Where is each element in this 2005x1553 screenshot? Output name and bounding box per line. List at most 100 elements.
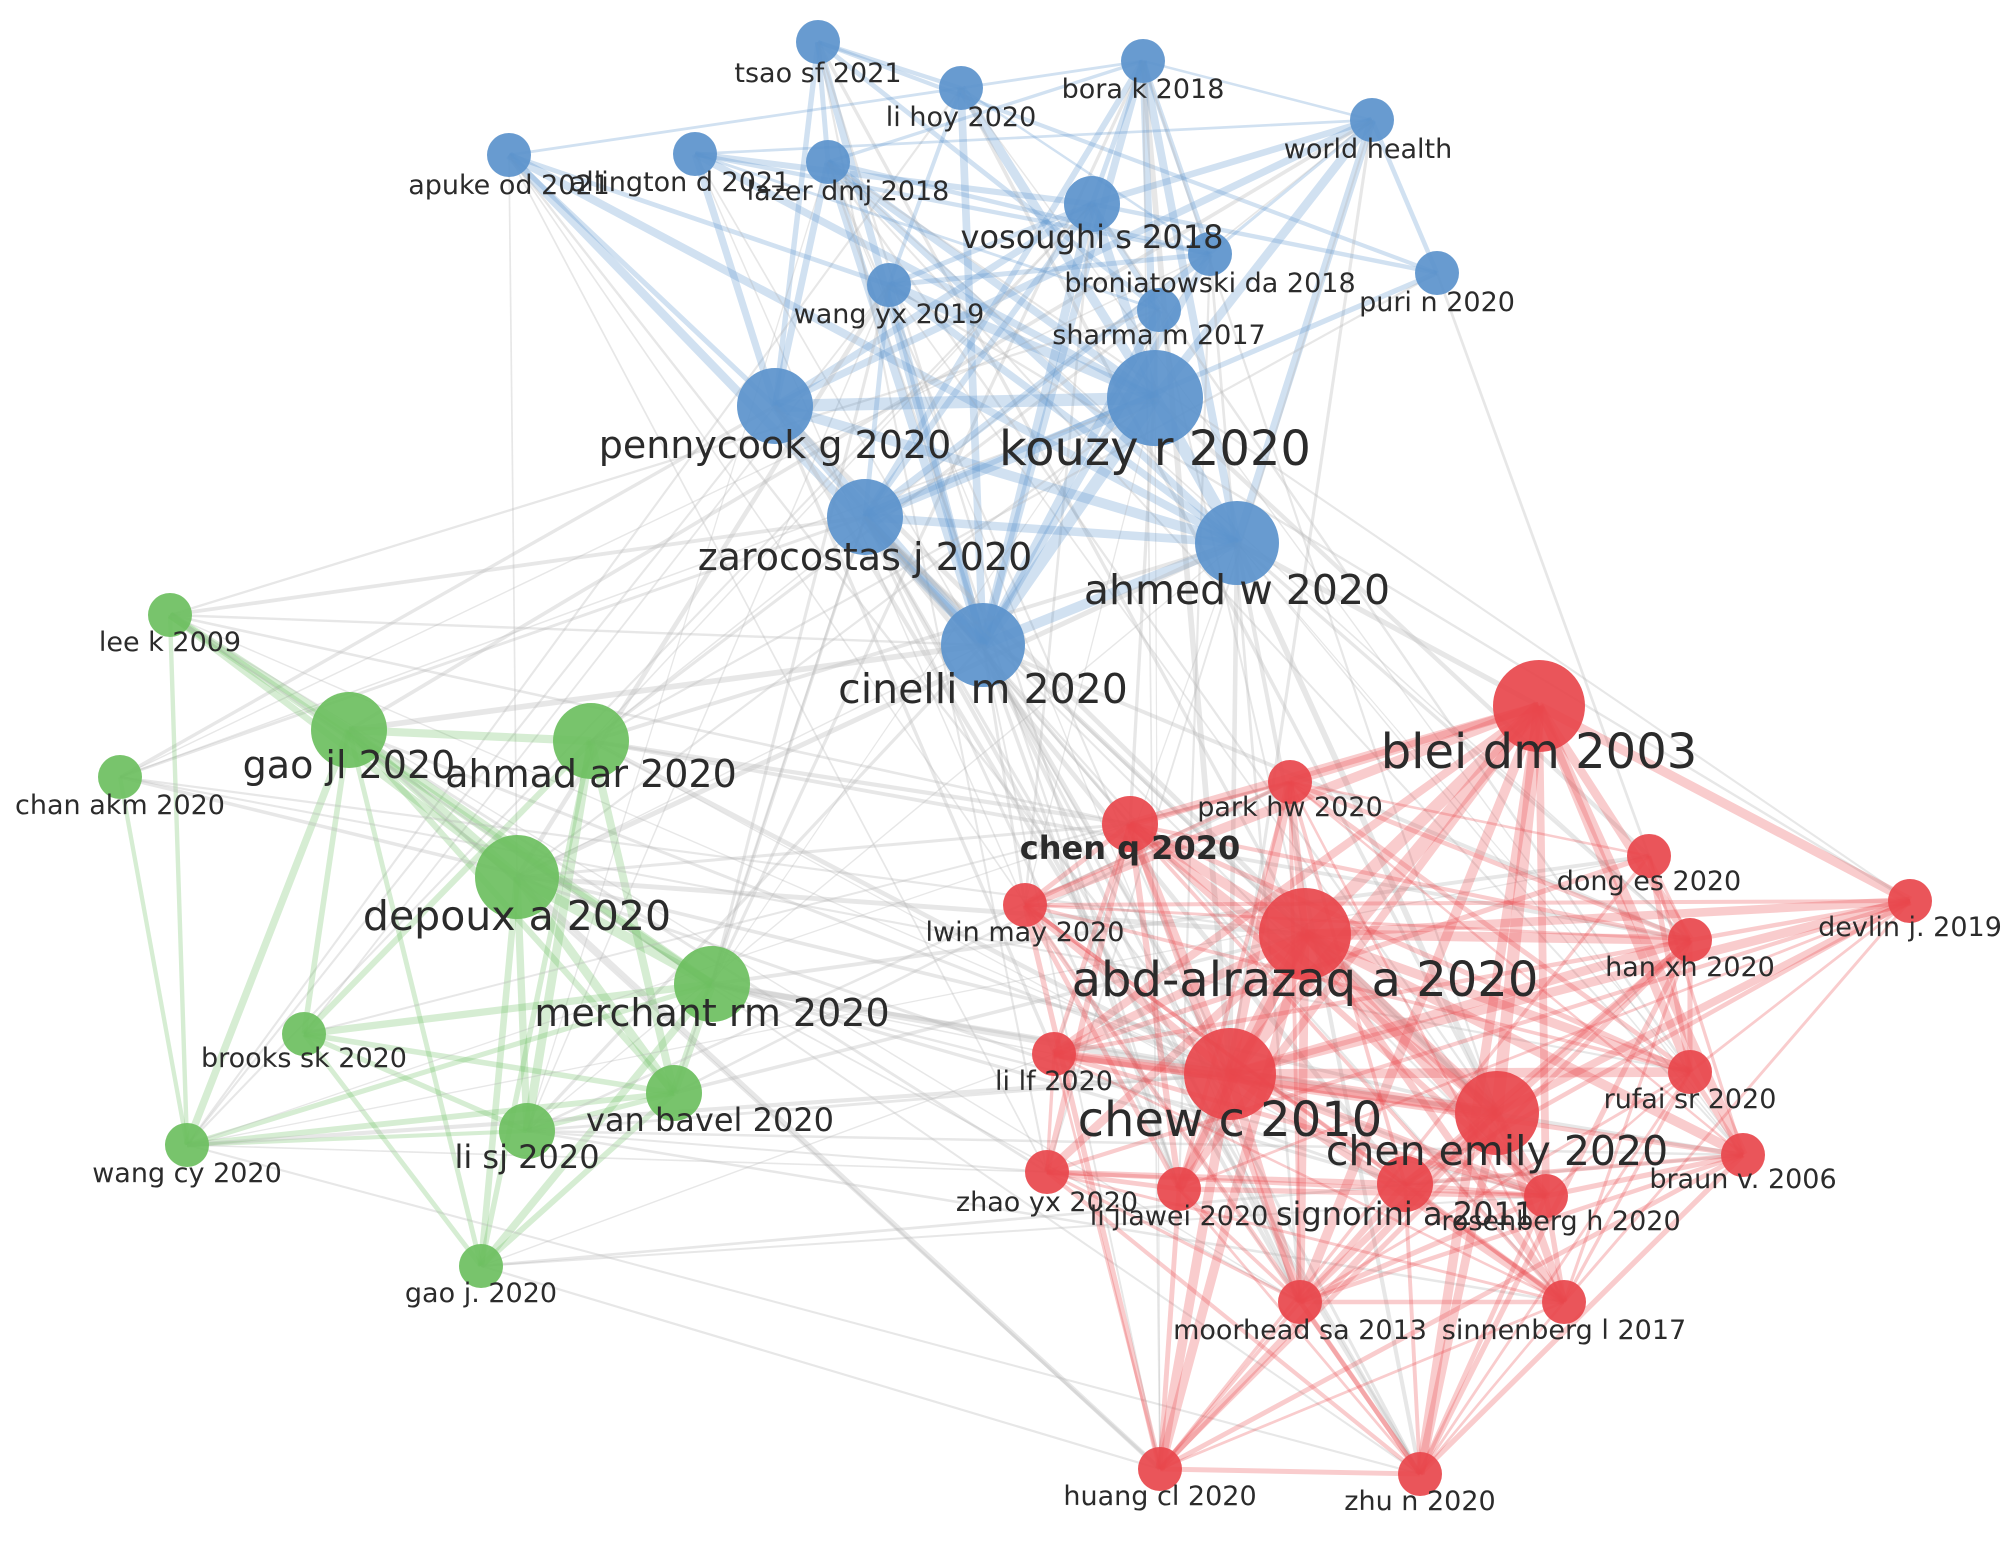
node-broniatowski-da-2018[interactable] (1188, 232, 1232, 276)
edge (1046, 1170, 1301, 1304)
node-dong-es-2020[interactable] (1627, 834, 1671, 878)
edge (673, 780, 1291, 1095)
edge (1562, 939, 1692, 1303)
node-zhao-yx-2020[interactable] (1025, 1150, 1069, 1194)
node-label-rosenberg-h-2020: rosenberg h 2020 (1441, 1206, 1680, 1237)
node-li-lf-2020[interactable] (1032, 1032, 1076, 1076)
node-abd-alrazaq-a-2020[interactable] (1259, 888, 1351, 980)
node-sharma-m-2017[interactable] (1137, 288, 1181, 332)
node-ahmad-ar-2020[interactable] (553, 703, 629, 779)
node-chen-emily-2020[interactable] (1455, 1071, 1539, 1155)
node-puri-n-2020[interactable] (1415, 251, 1459, 295)
edge (1053, 1051, 1547, 1199)
node-pennycook-g-2020[interactable] (737, 368, 813, 444)
node-li-hoy-2020[interactable] (939, 66, 983, 110)
node-label-li-lf-2020: li lf 2020 (995, 1066, 1113, 1097)
node-han-xh-2020[interactable] (1668, 918, 1712, 962)
node-chew-c-2010[interactable] (1184, 1028, 1276, 1120)
edge (1562, 1071, 1692, 1303)
node-rosenberg-h-2020[interactable] (1524, 1174, 1568, 1218)
node-allington-d-2021[interactable] (673, 132, 717, 176)
node-rufai-sr-2020[interactable] (1668, 1050, 1712, 1094)
edge (1209, 118, 1373, 256)
node-label-sinnenberg-l-2017: sinnenberg l 2017 (1442, 1315, 1686, 1346)
node-gao-jl-2020[interactable] (311, 692, 387, 768)
node-label-depoux-a-2020: depoux a 2020 (363, 892, 671, 940)
edge (478, 740, 594, 1267)
node-zhu-n-2020[interactable] (1398, 1452, 1442, 1496)
node-apuke-od-2021[interactable] (487, 133, 531, 177)
node-label-ahmed-w-2020: ahmed w 2020 (1084, 566, 1390, 614)
edge (1233, 118, 1376, 545)
edge (590, 119, 1373, 742)
edge (1178, 899, 1911, 1191)
edge (186, 1128, 528, 1148)
edge (1046, 1170, 1565, 1304)
node-label-abd-alrazaq-a-2020: abd-alrazaq a 2020 (1072, 952, 1539, 1008)
node-li-jiawei-2020[interactable] (1157, 1167, 1201, 1211)
edge (1140, 60, 1233, 1075)
node-van-bavel-2020[interactable] (646, 1065, 702, 1121)
node-label-blei-dm-2003: blei dm 2003 (1381, 724, 1698, 780)
node-cinelli-m-2020[interactable] (941, 603, 1025, 687)
edge (1302, 931, 1567, 1305)
edge (516, 822, 1131, 879)
edge (693, 150, 1157, 402)
edge (186, 1090, 675, 1148)
node-tsao-sf-2021[interactable] (796, 20, 840, 64)
edge (1044, 930, 1308, 1176)
node-depoux-a-2020[interactable] (475, 835, 559, 919)
node-lee-k-2009[interactable] (148, 593, 192, 637)
node-vosoughi-s-2018[interactable] (1064, 176, 1120, 232)
edge (1495, 897, 1912, 1117)
node-li-sj-2020[interactable] (499, 1103, 555, 1159)
node-blei-dm-2003[interactable] (1493, 660, 1585, 752)
node-label-chew-c-2010: chew c 2010 (1078, 1092, 1383, 1148)
node-lwin-may-2020[interactable] (1003, 883, 1047, 927)
node-gao-j-2020[interactable] (459, 1244, 503, 1288)
edge (516, 875, 1406, 1186)
node-park-hw-2020[interactable] (1268, 760, 1312, 804)
node-devlin-j-2019[interactable] (1888, 879, 1932, 923)
node-wang-yx-2019[interactable] (867, 263, 911, 307)
edge (1435, 272, 1651, 857)
edge (1404, 1152, 1744, 1187)
edge (348, 642, 984, 733)
node-signorini-a-2011[interactable] (1377, 1156, 1433, 1212)
edge (1494, 937, 1693, 1116)
edge (1151, 117, 1376, 401)
node-label-chen-q-2020: chen q 2020 (1020, 829, 1240, 867)
edge (508, 59, 1144, 157)
node-braun-v-2006[interactable] (1721, 1133, 1765, 1177)
node-kouzy-r-2020[interactable] (1107, 350, 1203, 446)
node-moorhead-sa-2013[interactable] (1278, 1280, 1322, 1324)
edge (515, 875, 1162, 1471)
edge (1229, 1067, 1691, 1079)
edge (480, 1153, 1744, 1268)
node-chen-q-2020[interactable] (1102, 796, 1158, 852)
edge (1303, 929, 1692, 1077)
edge (980, 643, 1233, 1076)
node-sinnenberg-l-2017[interactable] (1542, 1280, 1586, 1324)
edge (814, 41, 987, 646)
node-zarocostas-j-2020[interactable] (827, 479, 903, 555)
node-label-puri-n-2020: puri n 2020 (1359, 287, 1515, 318)
node-ahmed-w-2020[interactable] (1195, 501, 1279, 585)
node-lazer-dmj-2018[interactable] (806, 140, 850, 184)
edge (1052, 1053, 1162, 1470)
edge (508, 154, 1301, 1303)
edge (887, 280, 1157, 403)
node-brooks-sk-2020[interactable] (282, 1012, 326, 1056)
edge (346, 729, 484, 1267)
edge (711, 982, 1406, 1186)
edge (960, 87, 1211, 255)
edge (515, 283, 891, 879)
node-chan-akm-2020[interactable] (98, 755, 142, 799)
node-merchant-rm-2020[interactable] (674, 946, 750, 1022)
edge (981, 538, 1239, 650)
node-world-health[interactable] (1350, 98, 1394, 142)
node-wang-cy-2020[interactable] (165, 1123, 209, 1167)
edge (513, 874, 678, 1096)
node-huang-cl-2020[interactable] (1138, 1447, 1182, 1491)
node-bora-k-2018[interactable] (1121, 39, 1165, 83)
